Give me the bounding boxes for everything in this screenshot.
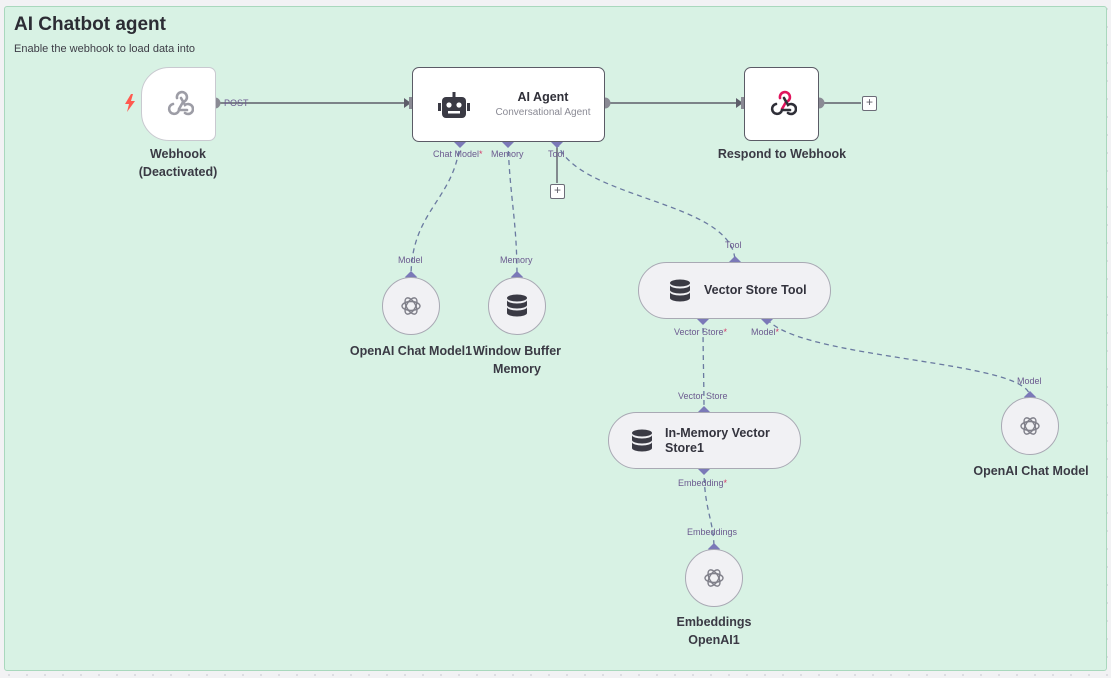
port-label-tool-in: Tool xyxy=(725,240,742,250)
port-label-vector-store-out: Vector Store* xyxy=(674,327,727,337)
openai-icon xyxy=(1020,417,1040,435)
port-label-chat-model-text: Chat Model xyxy=(433,149,480,159)
edge-model-to-openai xyxy=(766,318,1031,398)
required-marker: * xyxy=(479,149,483,159)
respond-node-label: Respond to Webhook xyxy=(717,147,847,161)
openai-icon xyxy=(704,569,724,587)
in-memory-label-line1: In-Memory Vector xyxy=(665,425,770,440)
webhook-node[interactable] xyxy=(141,67,216,141)
port-label-tool: Tool xyxy=(548,149,565,159)
embeddings-label-line1: Embeddings xyxy=(676,615,752,629)
workflow-title: AI Chatbot agent xyxy=(14,14,166,35)
vector-store-tool-label: Vector Store Tool xyxy=(704,283,807,297)
robot-icon xyxy=(438,92,470,118)
port-label-model-openai: Model xyxy=(1017,376,1042,386)
edge-tool-to-vectortool xyxy=(556,141,736,263)
database-icon xyxy=(632,429,652,451)
port-respond-in xyxy=(741,97,745,109)
edge-embedding-to-embeddings xyxy=(703,468,715,550)
add-tool-button[interactable]: + xyxy=(550,184,565,199)
edge-memory-to-buffer xyxy=(507,141,518,278)
in-memory-label-line2: Store1 xyxy=(665,440,704,455)
port-label-vector-store-text: Vector Store xyxy=(674,327,724,337)
webhook-icon xyxy=(167,90,194,116)
vector-store-tool-node[interactable]: Vector Store Tool xyxy=(638,262,831,319)
openai-chat-model-node[interactable] xyxy=(1001,397,1059,455)
webhook-label-line1: Webhook xyxy=(149,147,207,161)
webhook-icon xyxy=(770,90,797,116)
window-buffer-memory-label: Window Buffer Memory xyxy=(468,342,566,378)
required-marker: * xyxy=(775,327,780,337)
port-label-model-openai1: Model xyxy=(398,255,423,265)
port-label-embeddings-in: Embeddings xyxy=(687,527,738,537)
arrow-agent-input xyxy=(404,98,411,108)
arrow-respond-input xyxy=(736,98,743,108)
port-label-memory: Memory xyxy=(491,149,524,159)
in-memory-vector-store-label: In-Memory Vector Store1 xyxy=(665,426,770,456)
openai-chat-model1-node[interactable] xyxy=(382,277,440,335)
edge-vectorstore-to-inmemory xyxy=(702,318,705,413)
port-label-post: POST xyxy=(224,98,249,108)
add-node-button[interactable]: + xyxy=(862,96,877,111)
openai-chat-model1-label: OpenAI Chat Model1 xyxy=(349,344,473,358)
port-label-embedding-text: Embedding xyxy=(678,478,724,488)
port-label-vector-store-in: Vector Store xyxy=(678,391,728,401)
respond-to-webhook-node[interactable] xyxy=(744,67,819,141)
database-icon xyxy=(670,279,690,301)
webhook-label-line2: (Deactivated) xyxy=(138,165,218,179)
window-buffer-memory-node[interactable] xyxy=(488,277,546,335)
openai-chat-model-label: OpenAI Chat Model xyxy=(973,464,1089,478)
window-buffer-label-line2: Memory xyxy=(493,362,541,376)
ai-agent-title: AI Agent xyxy=(517,90,569,104)
embeddings-openai-node[interactable] xyxy=(685,549,743,607)
ai-agent-node[interactable]: AI Agent Conversational Agent xyxy=(412,67,605,142)
embeddings-openai-label: Embeddings OpenAI1 xyxy=(664,613,764,649)
in-memory-vector-store-node[interactable]: In-Memory Vector Store1 xyxy=(608,412,801,469)
port-agent-in xyxy=(409,97,413,109)
port-label-chat-model: Chat Model* xyxy=(433,149,483,159)
port-label-memory-buffer: Memory xyxy=(500,255,533,265)
workflow-subtitle: Enable the webhook to load data into xyxy=(14,43,196,55)
window-buffer-label-line1: Window Buffer xyxy=(472,344,562,358)
openai-icon xyxy=(401,297,421,315)
port-label-model-text: Model xyxy=(751,327,776,337)
edge-chatmodel-to-openai1 xyxy=(410,141,461,278)
port-label-model-out: Model* xyxy=(751,327,779,337)
database-icon xyxy=(507,294,527,317)
port-label-embedding-out: Embedding* xyxy=(678,478,727,488)
required-marker: * xyxy=(723,327,728,337)
required-marker: * xyxy=(723,478,728,488)
ai-agent-subtitle: Conversational Agent xyxy=(495,107,591,118)
webhook-node-label: Webhook (Deactivated) xyxy=(118,145,238,181)
trigger-bolt-icon xyxy=(125,94,135,112)
embeddings-label-line2: OpenAI1 xyxy=(688,633,740,647)
